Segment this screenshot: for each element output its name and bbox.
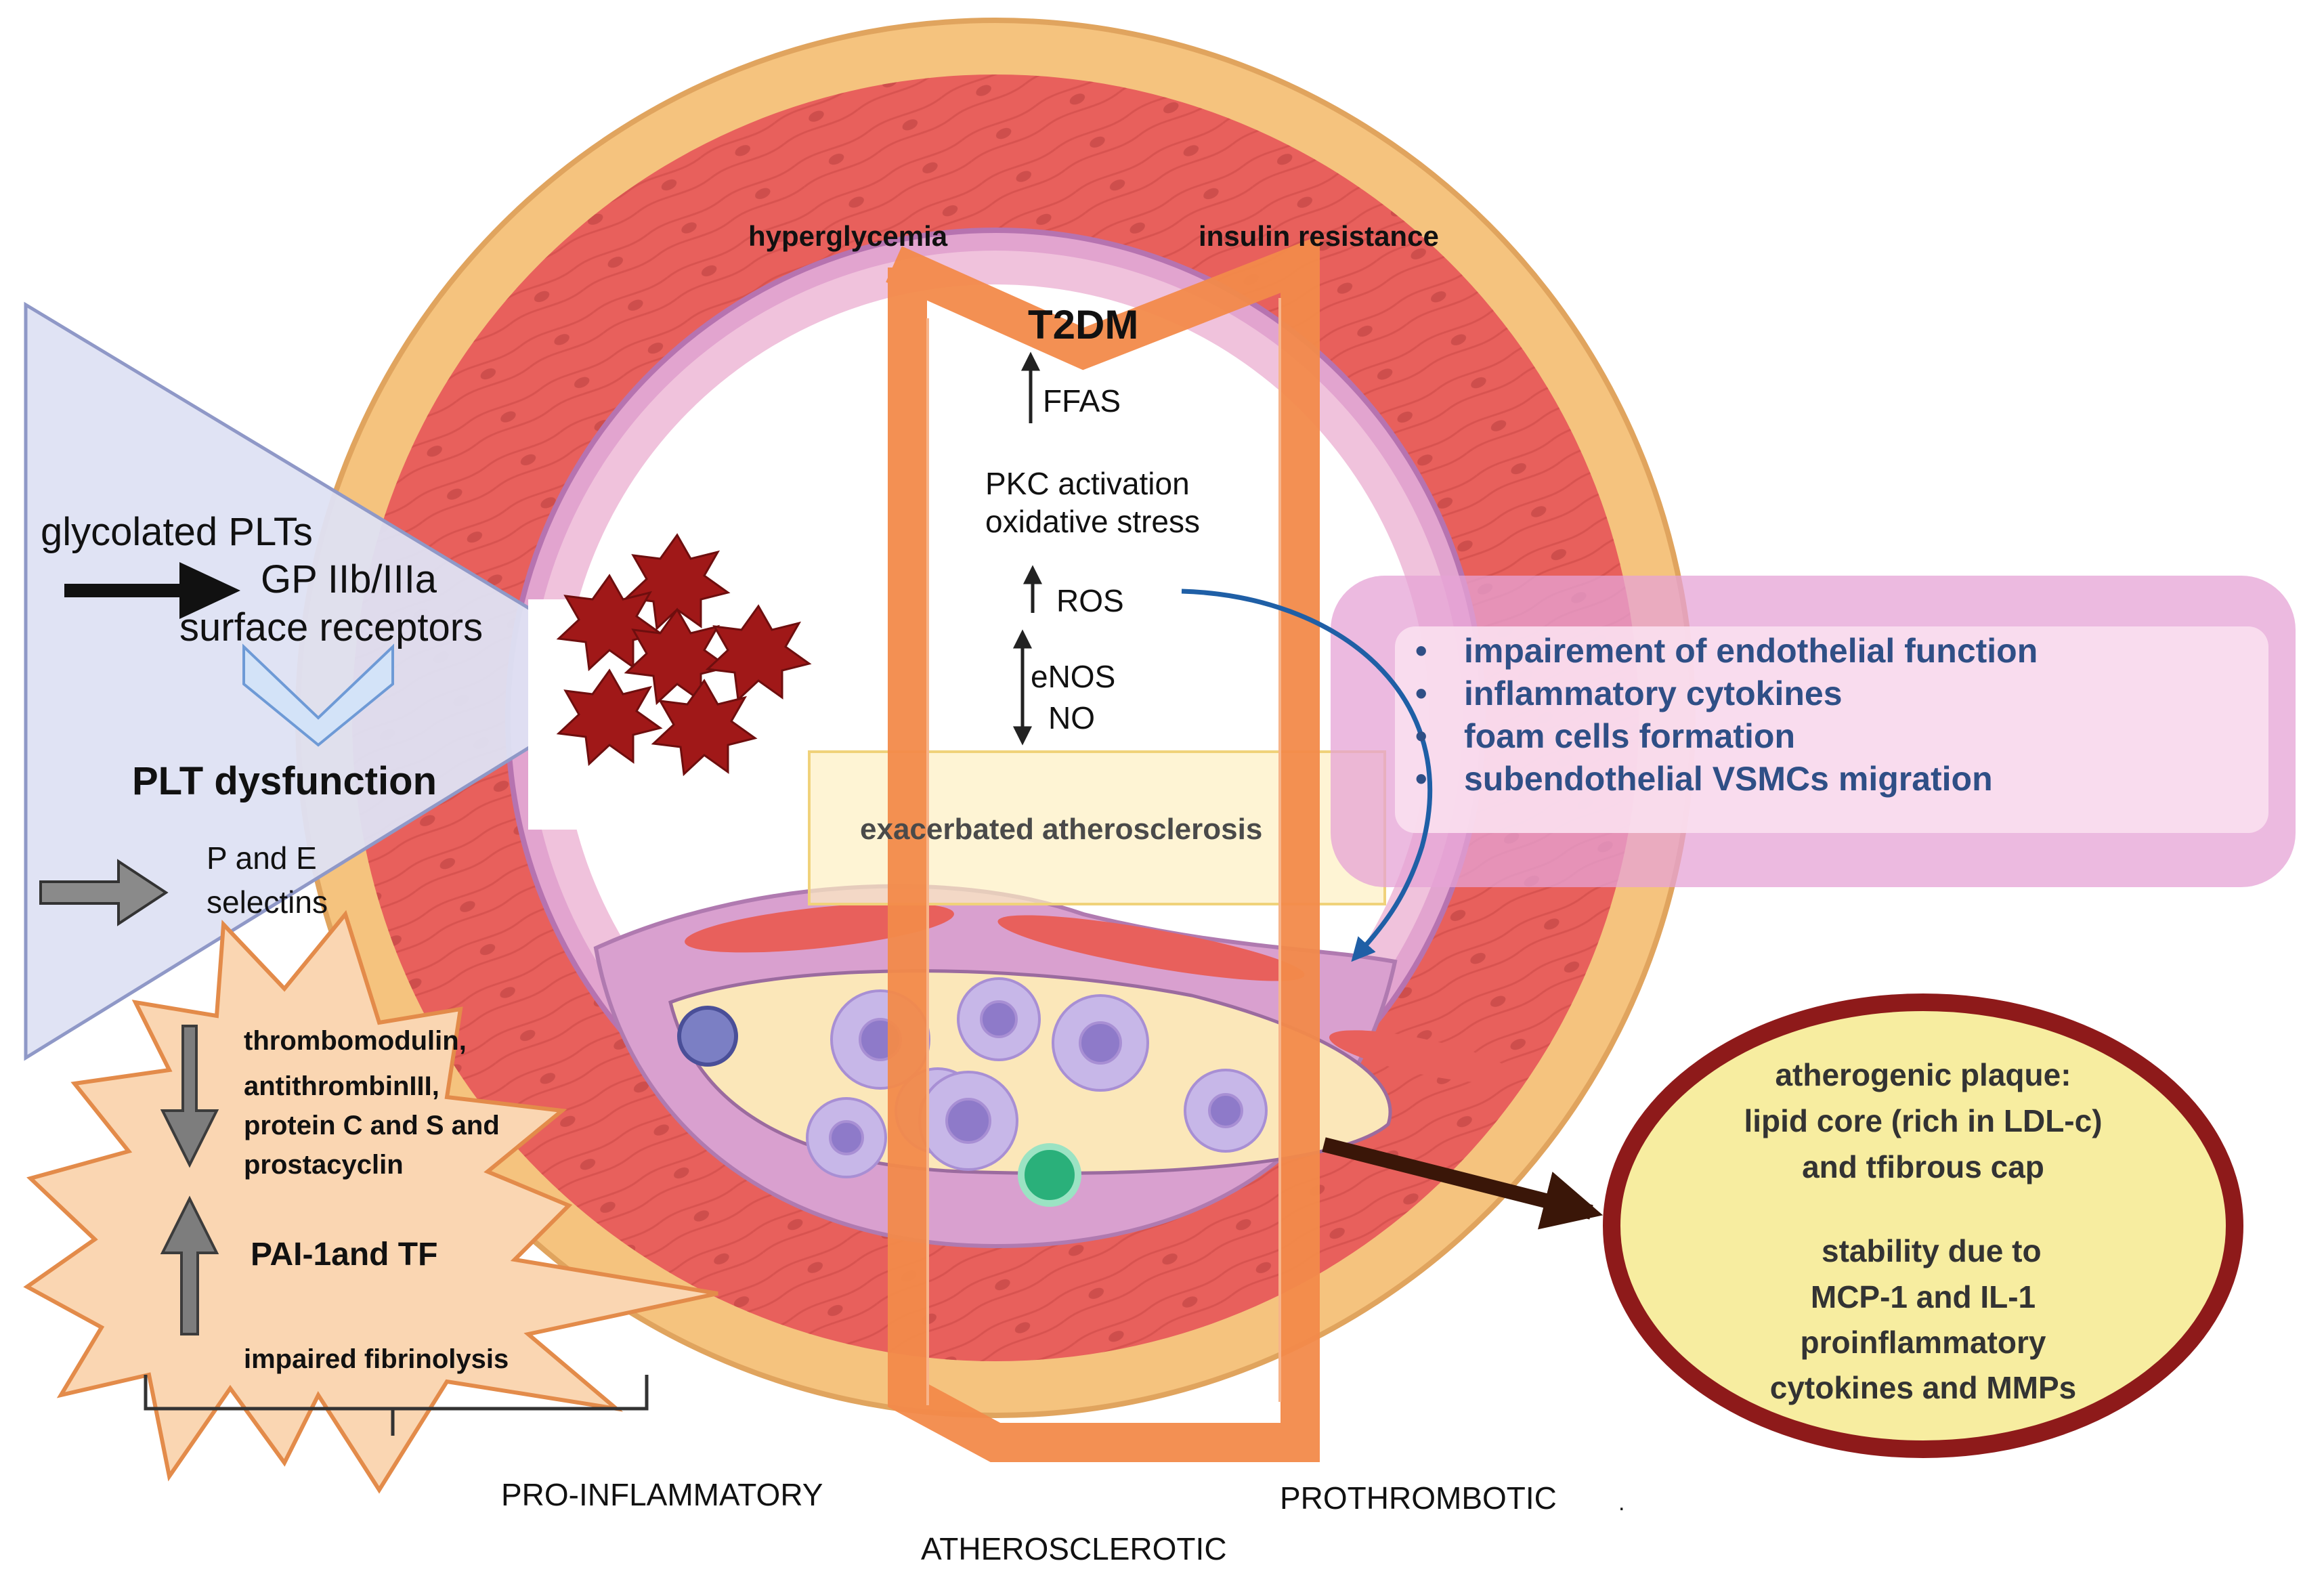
lymphocyte [1018,1143,1081,1207]
t2dm-label: T2DM [1028,302,1139,347]
plt-dysfunction-label: PLT dysfunction [132,759,437,803]
anticoagulants-line-4: prostacyclin [244,1150,404,1180]
gray-up-arrow [160,1195,219,1335]
no-label: NO [1048,700,1095,735]
surface-receptors-label: surface receptors [179,605,483,649]
glycolated-plts-label: glycolated PLTs [41,510,313,554]
activated-platelets [556,533,812,777]
effect-item: inflammatory cytokines [1415,672,2038,715]
prothrombotic-label: PROTHROMBOTIC [1280,1480,1557,1516]
plaque-title-line-1: atherogenic plaque: [1775,1057,2071,1092]
gray-down-arrow [160,1025,219,1168]
plaque-detail-line-2: proinflammatory [1800,1325,2046,1360]
chevron-down-icon [242,643,394,747]
plaque-detail-line-1: MCP-1 and IL-1 [1810,1279,2036,1314]
atherosclerotic-label: ATHEROSCLEROTIC [921,1531,1227,1566]
effects-list: impairement of endothelial function infl… [1415,630,2038,800]
plt-triangle [24,301,647,1061]
bracket [144,1375,649,1436]
plaque-title-line-2: lipid core (rich in LDL-c) [1744,1103,2103,1138]
black-right-arrow [64,562,240,619]
ros-label: ROS [1056,583,1124,618]
effect-item: subendothelial VSMCs migration [1415,758,2038,800]
prothrombotic-dot: . [1618,1490,1625,1516]
pkc-activation-label: PKC activation [985,466,1190,501]
selectins-label: selectins [207,884,328,920]
pai1-tf-label: PAI-1and TF [251,1237,438,1273]
enos-label: eNOS [1031,659,1116,694]
anticoagulants-line-1: thrombomodulin, [244,1026,467,1056]
pro-inflammatory-label: PRO-INFLAMMATORY [501,1477,823,1512]
exacerbated-atherosclerosis-label: exacerbated atherosclerosis [860,813,1263,846]
ffas-label: FFAS [1043,383,1121,419]
t2dm-frame [886,235,1320,1462]
plaque-stability-label: stability due to [1822,1233,2042,1268]
plaque-detail-line-3: cytokines and MMPs [1769,1370,2077,1405]
monocyte [677,1006,738,1067]
plaque-title-line-3: and tfibrous cap [1802,1149,2044,1184]
plaque-callout [1603,993,2243,1458]
gray-right-arrow [39,859,169,926]
up-arrow-icon [1012,351,1043,746]
impaired-fibrinolysis-label: impaired fibrinolysis [244,1344,509,1374]
gp-iib-iiia-label: GP IIb/IIIa [261,557,437,601]
plaque-pointer-arrow [1322,1137,1604,1230]
effect-item: foam cells formation [1415,715,2038,758]
hyperglycemia-label: hyperglycemia [748,220,948,252]
effect-item: impairement of endothelial function [1415,630,2038,672]
p-and-e-label: P and E [207,840,317,876]
anticoagulants-line-3: protein C and S and [244,1111,500,1140]
anticoagulants-line-2: antithrombinIII, [244,1071,439,1101]
oxidative-stress-label: oxidative stress [985,504,1201,539]
starburst-shape [23,910,718,1494]
insulin-resistance-label: insulin resistance [1199,220,1439,252]
